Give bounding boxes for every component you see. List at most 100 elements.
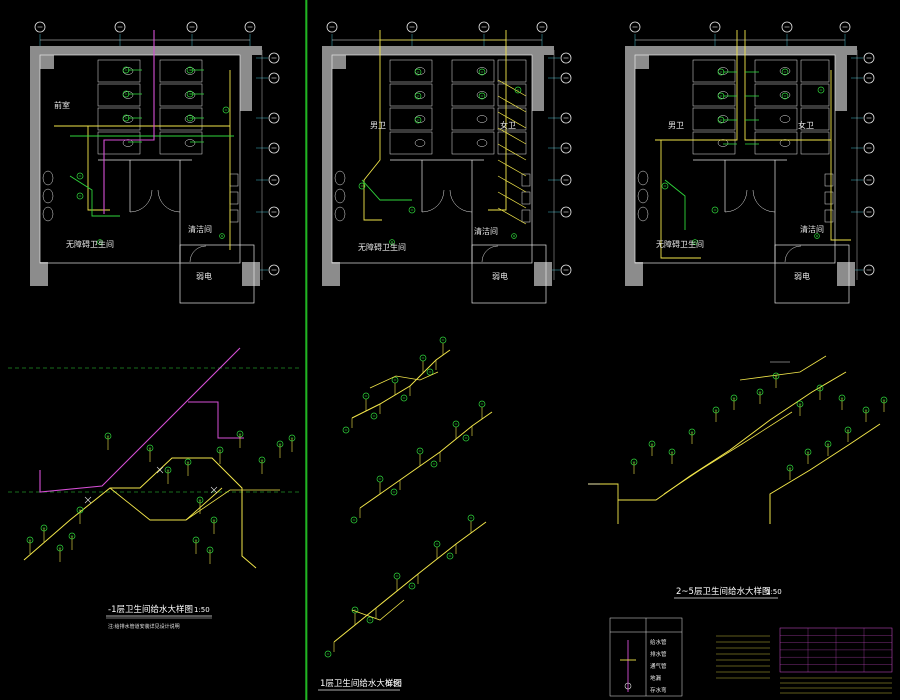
axis-bubble-icon: [709, 21, 721, 33]
axis-bubble-icon: [268, 264, 280, 276]
axis-bubble-icon: [863, 142, 875, 154]
fixture-tag-icon: [462, 434, 470, 442]
toilet-bowl-icon: [717, 67, 729, 75]
valve-icon: [156, 466, 164, 474]
axis-bubble-icon: [863, 52, 875, 64]
axis-bubble-icon: [863, 174, 875, 186]
fixture-tag-icon: [717, 68, 725, 76]
toilet-cubicle: [451, 107, 495, 131]
toilet-cubicle: [159, 83, 203, 107]
fixture-tag-icon: [781, 92, 789, 100]
supply-pipe: [333, 521, 487, 643]
floor-plan: [625, 21, 875, 304]
toilet-cubicle: [497, 107, 527, 131]
fixture-tag-icon: [236, 430, 244, 438]
fixture-tag-icon: [393, 572, 401, 580]
axis-bubble-icon: [560, 112, 572, 124]
room-label: 女卫: [500, 120, 516, 130]
room-label: 弱电: [794, 271, 810, 281]
fixture-tag-icon: [76, 172, 84, 180]
floor-plan: [322, 21, 572, 304]
toilet-bowl-icon: [414, 139, 426, 147]
toilet-cubicle: [97, 107, 141, 131]
fixture-tag-icon: [196, 496, 204, 504]
legend-entry: 通气管: [650, 662, 667, 670]
fixture-tag-icon: [358, 182, 366, 190]
fixture-tag-icon: [416, 447, 424, 455]
fixture-tag-icon: [430, 460, 438, 468]
plan-2-labels: 男卫 女卫 无障碍卫生间 清洁间 弱电: [358, 120, 516, 281]
drawing-scale: 1:50: [194, 606, 210, 614]
washbasin-icon: [334, 206, 346, 222]
floor-drain-icon: [389, 239, 395, 245]
fixture-tag-icon: [772, 372, 780, 380]
axis-bubble-icon: [560, 206, 572, 218]
fixture-tag-icon: [56, 544, 64, 552]
supply-pipe: [663, 411, 793, 495]
toilet-bowl-icon: [184, 91, 196, 99]
fixture-tag-icon: [804, 448, 812, 456]
wall: [30, 55, 40, 285]
room-label: 男卫: [668, 121, 684, 130]
axis-bubble-icon: [186, 21, 198, 33]
urinal-icon: [824, 173, 834, 187]
axis-bubble-icon: [560, 174, 572, 186]
urinal-icon: [229, 191, 239, 205]
fixture-tag-icon: [104, 432, 112, 440]
toilet-cubicle: [800, 83, 830, 107]
drain-dot: [513, 235, 515, 237]
fixture-tag-icon: [781, 92, 789, 100]
toilet-cubicle: [754, 131, 798, 155]
fixture-tag-icon: [817, 86, 825, 94]
fixture-tag-icon: [276, 440, 284, 448]
fixture-tag-icon: [342, 426, 350, 434]
fixture-tag-icon: [76, 192, 84, 200]
supply-pipe: [185, 489, 280, 521]
wall: [532, 55, 544, 111]
fixture-tag-icon: [362, 392, 370, 400]
fixture-tag-icon: [648, 440, 656, 448]
toilet-bowl-icon: [184, 67, 196, 75]
toilet-cubicle: [692, 107, 736, 131]
wall: [242, 262, 260, 286]
toilet-bowl-icon: [779, 67, 791, 75]
axis-bubble-icon: [268, 174, 280, 186]
drawing-title: 1层卫生间给水大样图: [320, 678, 402, 689]
drain-pipe: [664, 179, 686, 230]
fixture-tag-icon: [376, 475, 384, 483]
fixture-tag-icon: [661, 182, 669, 190]
axis-bubble-icon: [863, 264, 875, 276]
toilet-cubicle: [159, 131, 203, 155]
fixture-tag-icon: [206, 546, 214, 554]
wall: [534, 262, 552, 286]
toilet-bowl-icon: [122, 67, 134, 75]
toilet-bowl-icon: [779, 139, 791, 147]
fixture-tag-icon: [350, 516, 358, 524]
valve-icon: [210, 486, 218, 494]
axis-bubble-icon: [560, 52, 572, 64]
toilet-cubicle: [97, 131, 141, 155]
toilet-cubicle: [451, 83, 495, 107]
fixture-tag-icon: [40, 524, 48, 532]
urinal-icon: [229, 209, 239, 223]
room-label: 男卫: [370, 121, 386, 130]
fixture-tag-icon: [446, 552, 454, 560]
wall: [30, 262, 48, 286]
drain-dot: [391, 241, 393, 243]
fixture-tag-icon: [478, 400, 486, 408]
fixture-tag-icon: [712, 406, 720, 414]
axis-bubble-icon: [863, 72, 875, 84]
fixture-tag-icon: [462, 434, 470, 442]
fixture-tag-icon: [414, 116, 422, 124]
supply-pipe: [769, 423, 881, 524]
supply-pipe: [87, 126, 110, 211]
fixture-tag-icon: [844, 426, 852, 434]
axis-bubble-icon: [863, 142, 875, 154]
fixture-tag-icon: [184, 458, 192, 466]
axis-bubble-icon: [186, 21, 198, 33]
fixture-tag-icon: [824, 440, 832, 448]
fixture-tag-icon: [712, 406, 720, 414]
hatch-pipe: [497, 111, 527, 129]
fixture-tag-icon: [56, 544, 64, 552]
